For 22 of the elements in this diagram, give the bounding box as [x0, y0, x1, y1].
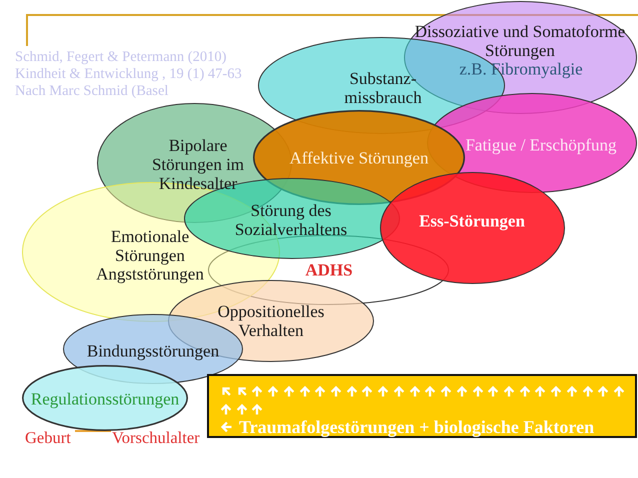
category-label: Emotionale Störungen [110, 226, 190, 265]
category-label: Störung des Sozialverhaltens [234, 200, 348, 240]
citation-text: Nach Marc Schmid (Basel [15, 84, 168, 100]
timeline-label: Geburt [25, 428, 71, 448]
category-label: Bindungsstörungen [86, 341, 220, 361]
category-label: Traumafolgestörungen + biologische Faktoren [239, 416, 596, 438]
timeline-label: Vorschulalter [112, 428, 200, 448]
category-label: Ess-Störungen [418, 211, 526, 231]
category-label: Regulationsstörungen [30, 389, 180, 409]
category-ellipse [380, 172, 565, 284]
citation-text: Schmid, Fegert & Petermann (2010) [15, 50, 226, 66]
category-label: Bipolare Störungen im Kindesalter [151, 136, 245, 194]
category-label: Oppositionelles Verhalten [217, 301, 325, 340]
category-label: Affektive Störungen [289, 148, 429, 168]
callout-box [207, 374, 637, 438]
category-label: Fatigue / Erschöpfung [464, 135, 618, 155]
citation-text: Kindheit & Entwicklung , 19 (1) 47-63 [15, 67, 242, 83]
category-label: Angststörungen [96, 264, 204, 284]
category-label: ADHS [304, 260, 354, 280]
category-ellipse [22, 365, 188, 431]
category-label: Dissoziative und Somatoforme Störungen [414, 22, 626, 60]
category-label: Substanz- missbrauch [344, 68, 422, 107]
